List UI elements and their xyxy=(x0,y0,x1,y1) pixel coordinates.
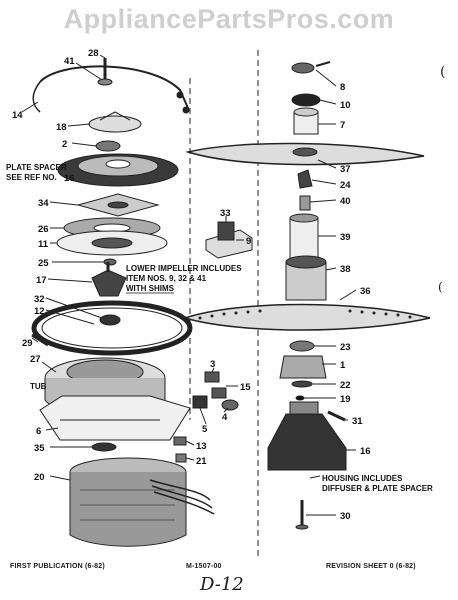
screw-29 xyxy=(31,333,49,347)
note-see-ref-number: 16 xyxy=(64,173,75,184)
part-10 xyxy=(291,93,321,107)
callout-25: 25 xyxy=(38,258,49,269)
callout-12: 12 xyxy=(34,306,45,317)
callout-8: 8 xyxy=(340,82,345,93)
screw-31 xyxy=(327,410,346,422)
motor-20 xyxy=(69,472,187,547)
callout-29: 29 xyxy=(22,338,33,349)
part-40 xyxy=(299,195,311,211)
part-15 xyxy=(211,387,227,399)
note-plate-spacer: PLATE SPACER xyxy=(6,163,67,172)
callout-3: 3 xyxy=(210,359,215,370)
callout-2: 2 xyxy=(62,139,67,150)
callout-35: 35 xyxy=(34,443,45,454)
callout-37: 37 xyxy=(340,164,351,175)
callout-30: 30 xyxy=(340,511,351,522)
callout-16-housing: 16 xyxy=(360,446,371,457)
part-4 xyxy=(221,399,239,411)
callout-32: 32 xyxy=(34,294,45,305)
callout-14: 14 xyxy=(12,110,23,121)
callout-27: 27 xyxy=(30,354,41,365)
callout-1: 1 xyxy=(340,360,346,371)
callout-5: 5 xyxy=(202,424,208,435)
callout-9: 9 xyxy=(246,236,251,247)
handwritten-page-code: D-12 xyxy=(200,574,244,595)
washer-41 xyxy=(97,78,113,86)
part-23 xyxy=(289,340,315,352)
callout-26: 26 xyxy=(38,224,49,235)
callout-21: 21 xyxy=(196,456,207,467)
callout-11: 11 xyxy=(38,239,49,250)
part-3 xyxy=(204,371,220,383)
callout-17: 17 xyxy=(36,275,47,286)
callout-7: 7 xyxy=(340,120,345,131)
callout-31: 31 xyxy=(352,416,363,427)
part-18 xyxy=(88,115,142,133)
callout-41: 41 xyxy=(64,56,75,67)
callout-39: 39 xyxy=(340,232,351,243)
footer-first-publication: FIRST PUBLICATION (6-82) xyxy=(10,563,105,570)
tub-sump-6 xyxy=(39,395,191,441)
note-impeller-line2: ITEM NOS. 9, 32 & 41 xyxy=(126,274,207,283)
ring-12 xyxy=(31,300,193,356)
callout-38: 38 xyxy=(340,264,351,275)
footer-document-number: M-1507-00 xyxy=(186,563,222,570)
callout-19: 19 xyxy=(340,394,351,405)
motor-wires xyxy=(149,479,215,515)
callout-34: 34 xyxy=(38,198,49,209)
tube-39 xyxy=(289,217,319,259)
note-tub: TUB xyxy=(30,382,47,391)
callout-20: 20 xyxy=(34,472,45,483)
callout-15: 15 xyxy=(240,382,251,393)
part-19 xyxy=(295,395,305,401)
callout-22: 22 xyxy=(340,380,351,391)
note-housing-line2: DIFFUSER & PLATE SPACER xyxy=(322,484,433,493)
part-22 xyxy=(291,380,313,388)
watermark: AppliancePartsPros.com xyxy=(63,4,395,34)
note-see-ref: SEE REF NO. xyxy=(6,173,57,182)
part-33 xyxy=(217,221,235,241)
callout-23: 23 xyxy=(340,342,351,353)
callout-4: 4 xyxy=(222,412,228,423)
lower-impeller-17 xyxy=(91,269,127,297)
part-32 xyxy=(99,314,121,326)
callout-24: 24 xyxy=(340,180,351,191)
callout-18: 18 xyxy=(56,122,67,133)
footer-revision: REVISION SHEET 0 (6-82) xyxy=(326,563,416,570)
callout-36: 36 xyxy=(360,286,371,297)
part-1 xyxy=(279,355,327,379)
note-impeller-line3: WITH SHIMS xyxy=(126,284,175,293)
callout-40: 40 xyxy=(340,196,351,207)
part-8 xyxy=(291,62,315,74)
seal-35 xyxy=(91,442,117,452)
note-housing-line1: HOUSING INCLUDES xyxy=(322,474,403,483)
hose-wire-14 xyxy=(39,65,189,109)
lower-spray-arm-36 xyxy=(182,303,431,331)
margin-mark-middle: ( xyxy=(438,280,443,294)
note-impeller-line1: LOWER IMPELLER INCLUDES xyxy=(126,264,242,273)
part-25 xyxy=(103,258,117,266)
housing-16 xyxy=(267,413,347,471)
part-24 xyxy=(297,169,313,189)
callout-13: 13 xyxy=(196,441,207,452)
part-13 xyxy=(173,436,187,446)
part-21 xyxy=(175,453,187,463)
callout-28: 28 xyxy=(88,48,99,59)
part-2 xyxy=(95,140,121,152)
callout-33: 33 xyxy=(220,208,231,219)
callout-6: 6 xyxy=(36,426,41,437)
margin-mark-top: ( xyxy=(440,64,446,80)
callout-10: 10 xyxy=(340,100,351,111)
part-5 xyxy=(192,395,208,409)
